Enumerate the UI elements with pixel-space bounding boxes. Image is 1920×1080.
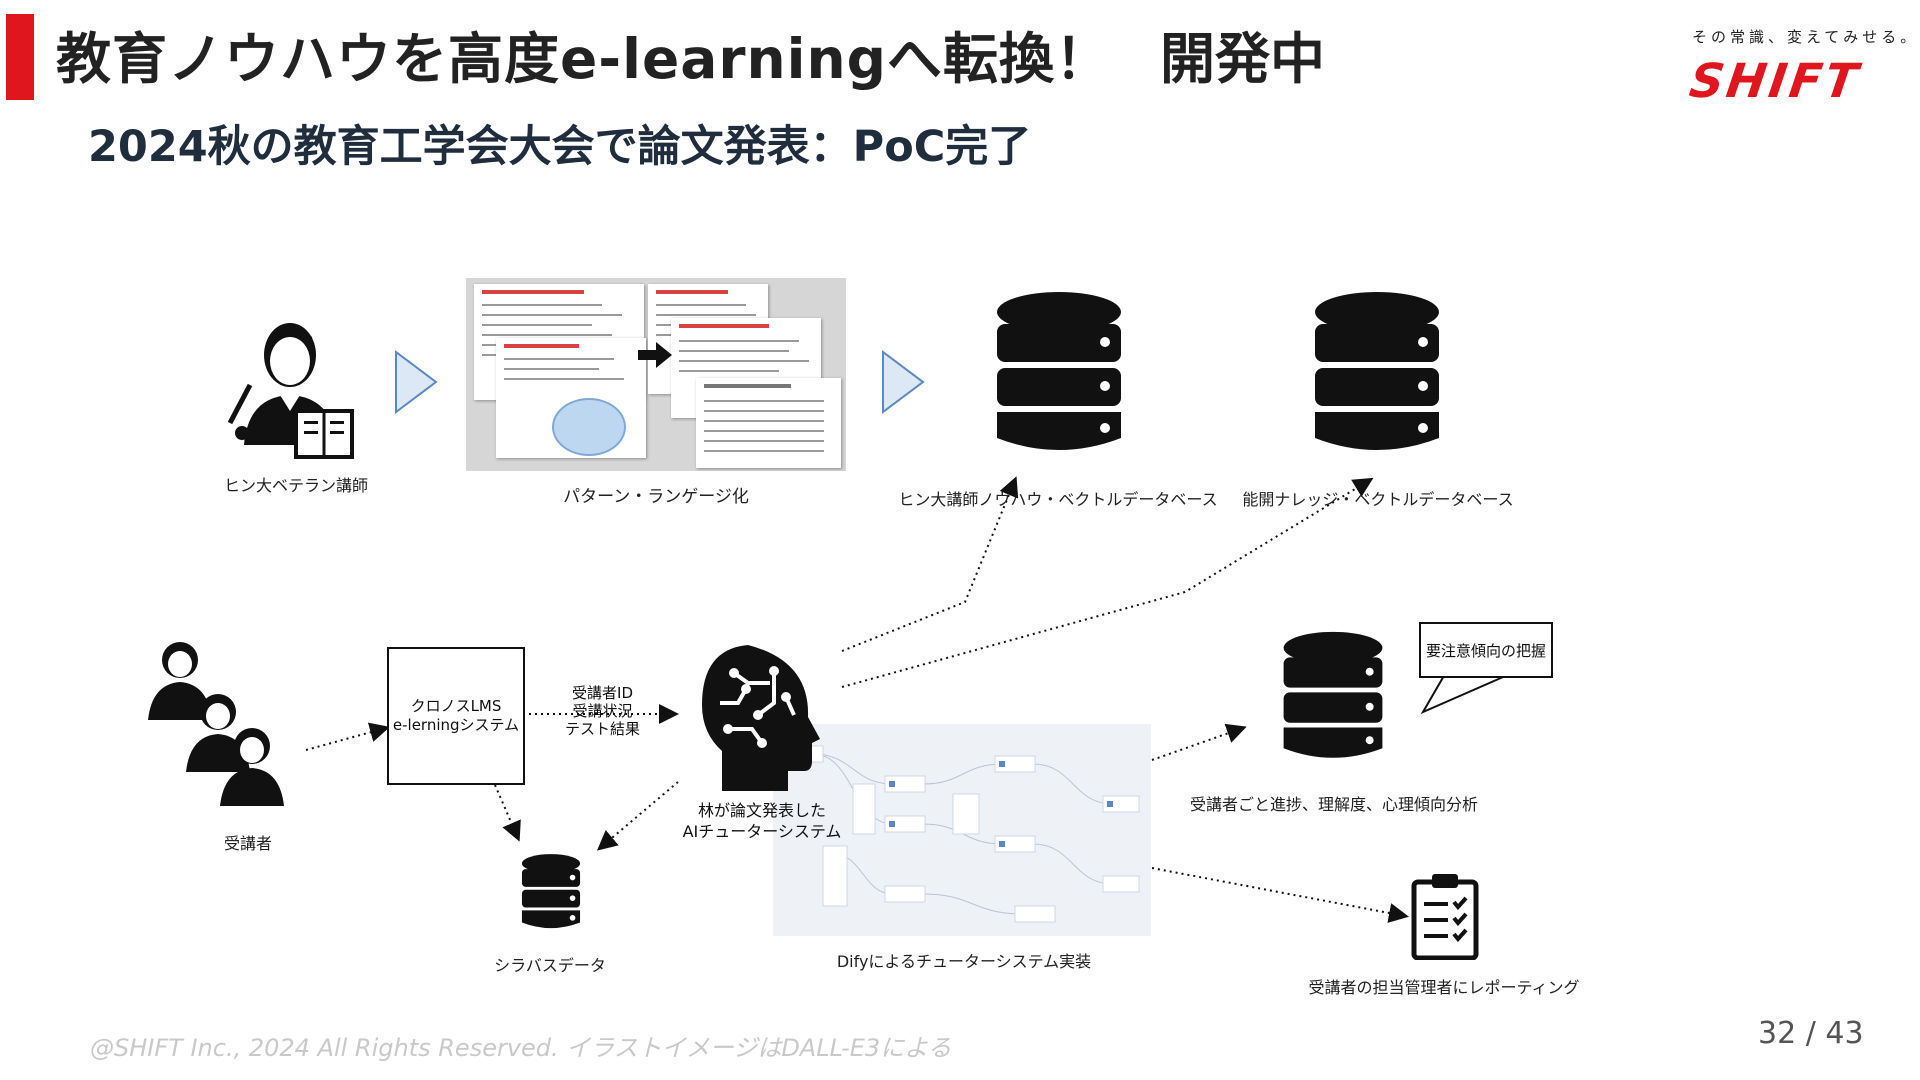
dify-label: Difyによるチューターシステム実装 (836, 952, 1092, 971)
learner-id-text: 受講者ID (572, 684, 633, 702)
arrow-ai-to-knowhow-db (841, 476, 1019, 652)
pattern-label: パターン・ランゲージ化 (563, 487, 749, 507)
ai-tutor-line1: 林が論文発表した (697, 801, 826, 820)
learner-data-note: 受講者ID 受講状況 テスト結果 (565, 684, 640, 738)
flow-arrow-2 (882, 350, 925, 414)
test-result-text: テスト結果 (565, 720, 641, 738)
arrow-right-icon (638, 342, 672, 368)
learning-status-text: 受講状況 (572, 702, 633, 720)
learners-label: 受講者 (223, 834, 273, 853)
arrow-ai-to-knowledge-db (841, 477, 1374, 688)
progress-analysis-label: 受講者ごと進捗、理解度、心理傾向分析 (1189, 795, 1479, 814)
dify-workflow-image (773, 724, 1151, 936)
lms-system-box: クロノスLMS e-lerningシステム (387, 647, 525, 785)
page-subtitle: 2024秋の教育工学会大会で論文発表：PoC完了 (88, 122, 1032, 172)
arrow-dify-to-progress-db (1151, 723, 1247, 761)
caution-speech-bubble: 要注意傾向の把握 (1419, 622, 1553, 678)
knowledge-db-label: 能開ナレッジ・ベクトルデータベース (1242, 490, 1514, 509)
database-icon (1315, 292, 1439, 450)
bubble-tail (1420, 673, 1511, 715)
page-title: 教育ノウハウを高度e-learningへ転換！ (56, 27, 1112, 91)
syllabus-label: シラバスデータ (494, 956, 606, 975)
flow-arrow-1 (395, 350, 438, 414)
teacher-icon (228, 323, 354, 459)
database-icon (997, 292, 1121, 450)
ai-tutor-line2: AIチューターシステム (682, 822, 842, 841)
lms-subtitle: e-lerningシステム (392, 716, 520, 734)
arrow-lms-to-syllabus (494, 784, 521, 842)
arrow-learners-to-lms (305, 722, 390, 751)
clipboard-icon (1411, 874, 1479, 960)
knowhow-db-label: ヒン大講師ノウハウ・ベクトルデータベース (898, 490, 1218, 509)
status-label: 開発中 (1160, 27, 1326, 91)
veteran-label: ヒン大ベテラン講師 (223, 476, 369, 495)
database-icon (1283, 631, 1383, 758)
copyright-footer: @SHIFT Inc., 2024 All Rights Reserved. イ… (90, 1034, 952, 1062)
title-accent-bar (6, 14, 34, 100)
database-icon (521, 854, 581, 929)
arrow-ai-to-syllabus (596, 781, 679, 851)
brand-tagline: その常識、変えてみせる。 (1692, 28, 1920, 46)
lms-name: クロノスLMS (410, 697, 502, 715)
pattern-document-image (466, 278, 846, 471)
ai-head-icon (702, 645, 820, 791)
page-number: 32 / 43 (1758, 1016, 1864, 1051)
ai-tutor-label: 林が論文発表した AIチューターシステム (683, 800, 842, 842)
arrow-dify-to-report (1151, 867, 1409, 923)
reporting-label: 受講者の担当管理者にレポーティング (1308, 978, 1580, 997)
learners-icon (148, 642, 284, 806)
